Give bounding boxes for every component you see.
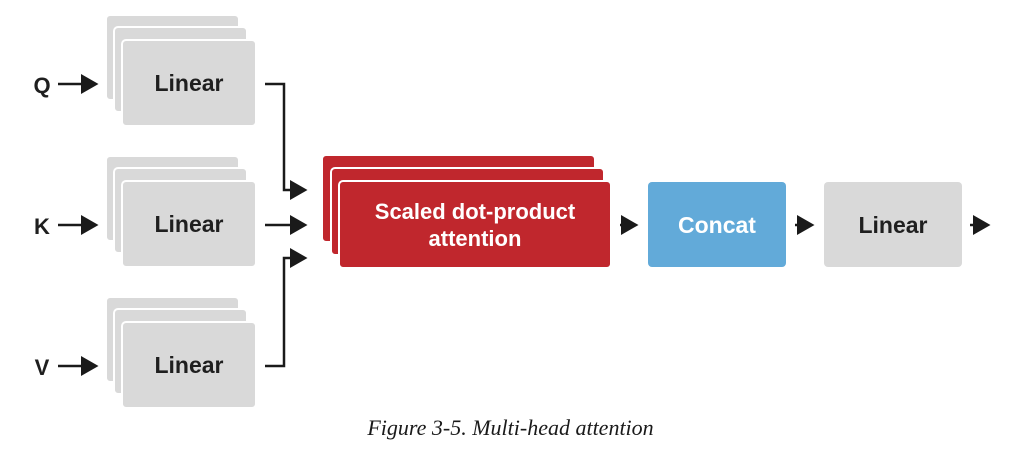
linear-label-v: Linear	[154, 352, 223, 378]
multi-head-attention-diagram: Q Linear K Linear V Linear Scaled dot-pr…	[33, 14, 991, 409]
attention-label-line-1: Scaled dot-product	[375, 199, 576, 224]
linear-layer-front	[121, 321, 257, 409]
figure-caption: Figure 3-5. Multi-head attention	[367, 415, 654, 440]
linear-stack-q: Linear	[105, 14, 257, 127]
attention-stack: Scaled dot-product attention	[321, 154, 612, 269]
linear-stack-v: Linear	[105, 296, 257, 409]
output-linear-label: Linear	[858, 212, 927, 238]
concat-label: Concat	[678, 212, 756, 238]
input-label-v: V	[35, 355, 50, 380]
concat-block: Concat	[648, 182, 786, 267]
attention-layer-front	[338, 180, 612, 269]
concat-box	[648, 182, 786, 267]
attention-label-line-2: attention	[429, 226, 522, 251]
output-linear-box	[824, 182, 962, 267]
v-to-attention-connector	[265, 248, 308, 368]
linear-layer-front	[121, 180, 257, 268]
output-linear-block: Linear	[824, 182, 962, 267]
q-to-attention-connector	[265, 82, 308, 200]
linear-layer-front	[121, 39, 257, 127]
input-label-k: K	[34, 214, 50, 239]
linear-label-q: Linear	[154, 70, 223, 96]
linear-label-k: Linear	[154, 211, 223, 237]
linear-stack-k: Linear	[105, 155, 257, 268]
input-label-q: Q	[33, 73, 50, 98]
